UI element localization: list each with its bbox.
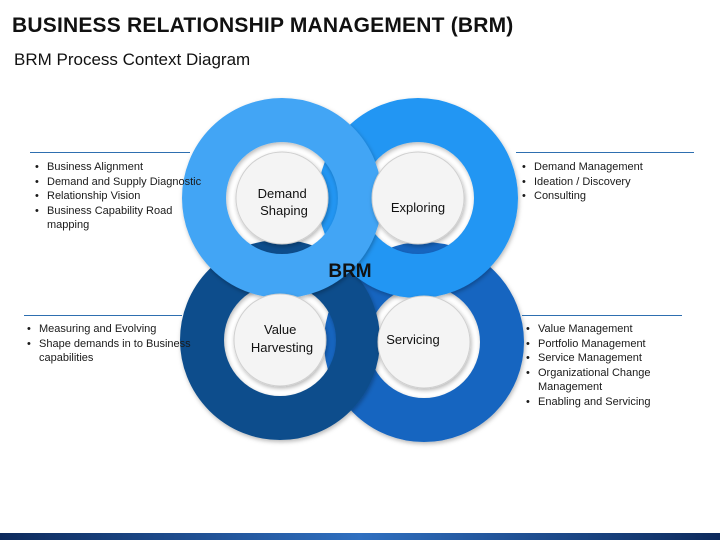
bullets-value-harvesting: Measuring and Evolving Shape demands in …	[25, 322, 200, 366]
bullet-item: Business Alignment	[33, 160, 208, 175]
inner-circle-value-harvesting	[233, 293, 327, 387]
label-demand-shaping-line-1: Demand	[258, 186, 307, 201]
slide-subtitle: BRM Process Context Diagram	[14, 50, 251, 69]
label-demand-shaping: Demand Shaping	[258, 186, 311, 218]
rule-top-left	[30, 152, 190, 153]
bullet-item: Portfolio Management	[524, 337, 689, 352]
label-servicing: Servicing	[386, 332, 439, 347]
center-label: BRM	[328, 261, 371, 282]
bullet-item: Demand Management	[520, 160, 700, 175]
inner-circle-demand-shaping	[235, 151, 329, 245]
bullet-item: Ideation / Discovery	[520, 175, 700, 190]
bullet-item: Value Management	[524, 322, 689, 337]
bottom-accent-bar	[0, 533, 720, 540]
bullet-item: Demand and Supply Diagnostic	[33, 175, 208, 190]
rule-bottom-left	[24, 315, 182, 316]
bullet-item: Shape demands in to Business capabilitie…	[25, 337, 200, 366]
bullets-exploring: Demand Management Ideation / Discovery C…	[520, 160, 700, 204]
bullet-item: Enabling and Servicing	[524, 395, 689, 410]
label-value-harvesting-line-1: Value	[264, 322, 296, 337]
slide-title: BUSINESS RELATIONSHIP MANAGEMENT (BRM)	[12, 14, 514, 37]
label-exploring: Exploring	[391, 200, 445, 215]
bullets-demand-shaping: Business Alignment Demand and Supply Dia…	[33, 160, 208, 233]
bullets-servicing: Value Management Portfolio Management Se…	[524, 322, 689, 409]
bullet-item: Service Management	[524, 351, 689, 366]
inner-circle-servicing	[377, 295, 471, 389]
rule-bottom-right	[522, 315, 682, 316]
bullet-item: Relationship Vision	[33, 189, 208, 204]
label-value-harvesting-line-2: Harvesting	[251, 340, 313, 355]
bullet-item: Measuring and Evolving	[25, 322, 200, 337]
label-demand-shaping-line-2: Shaping	[260, 203, 308, 218]
bullet-item: Business Capability Road mapping	[33, 204, 177, 233]
bullet-item: Organizational Change Management	[524, 366, 656, 395]
inner-circle-exploring	[371, 151, 465, 245]
bullet-item: Consulting	[520, 189, 700, 204]
rule-top-right	[516, 152, 694, 153]
label-value-harvesting: Value Harvesting	[251, 322, 313, 355]
